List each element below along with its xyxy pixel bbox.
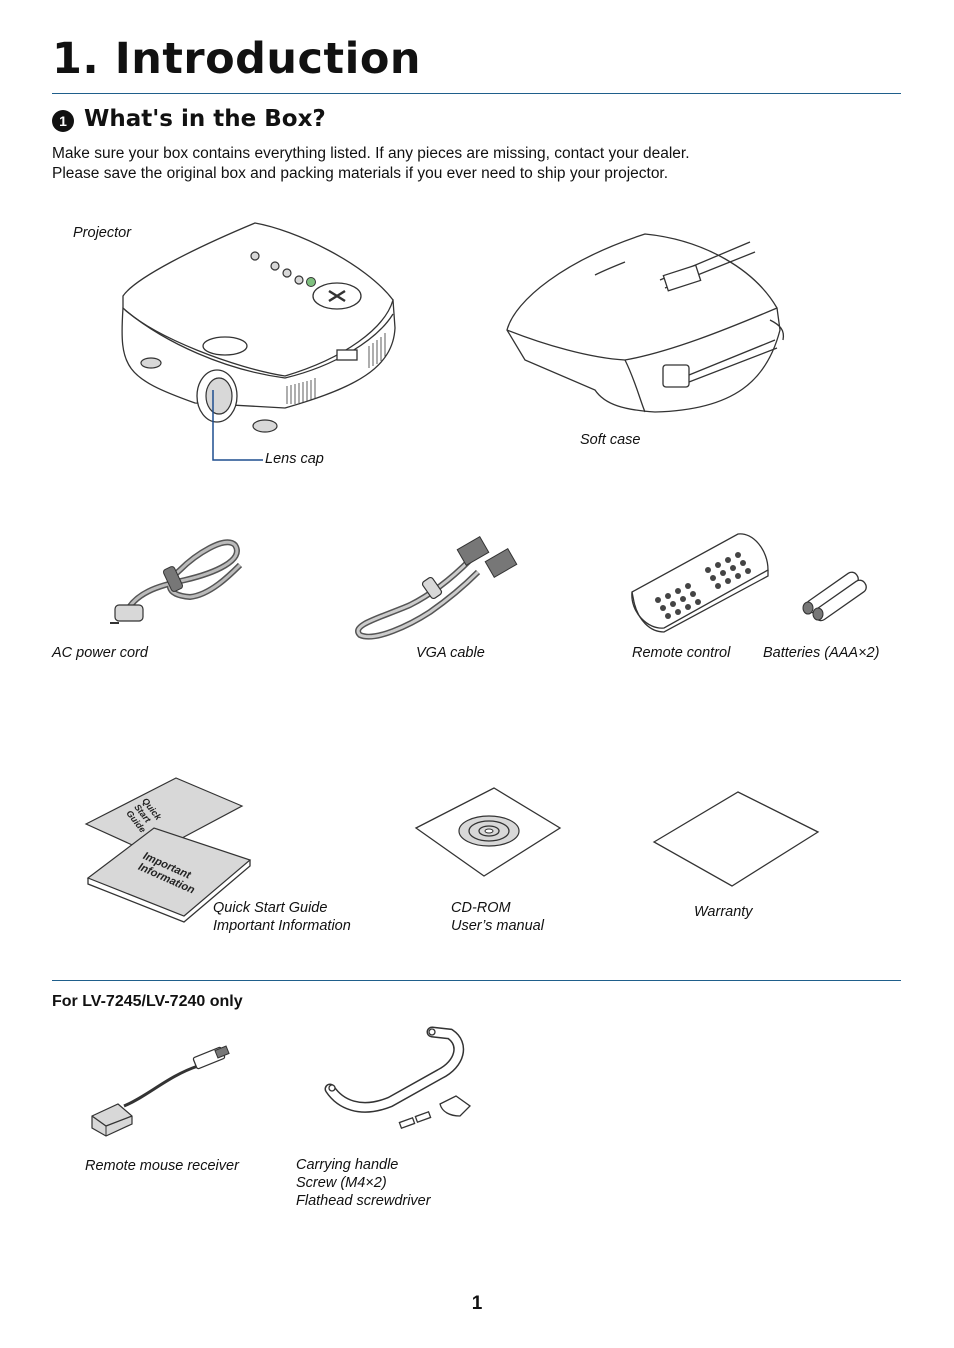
vga-cable-illustration <box>355 536 518 640</box>
section-number-badge: 1 <box>52 109 74 132</box>
remote-control-caption: Remote control <box>632 645 731 661</box>
lens-cap-callout-line <box>212 390 263 461</box>
users-manual-label: User’s manual <box>451 918 544 934</box>
batteries-caption: Batteries (AAA×2) <box>763 645 880 661</box>
section-divider <box>52 980 901 981</box>
carrying-handle-illustration <box>324 1026 472 1130</box>
projector-caption: Projector <box>73 225 132 241</box>
ac-power-cord-caption: AC power cord <box>52 645 148 661</box>
chapter-title: 1. Introduction <box>52 34 421 84</box>
soft-case-caption: Soft case <box>580 432 641 448</box>
carrying-handle-label: Carrying handle <box>296 1157 399 1173</box>
section-title: What's in the Box? <box>84 106 326 132</box>
page-number: 1 <box>471 1293 483 1314</box>
cd-rom-label: CD-ROM <box>451 900 511 916</box>
warranty-illustration <box>652 791 820 887</box>
important-information-booklet: Important Information <box>86 826 256 926</box>
section-heading: 1 What's in the Box? <box>52 106 326 132</box>
cd-rom-caption: CD-ROM User’s manual <box>451 899 544 935</box>
carrying-handle-caption: Carrying handle Screw (M4×2) Flathead sc… <box>296 1156 431 1210</box>
ac-power-cord-illustration <box>110 539 243 624</box>
screwdriver-label: Flathead screwdriver <box>296 1193 431 1209</box>
intro-text: Make sure your box contains everything l… <box>52 144 690 183</box>
optional-accessories-heading: For LV-7245/LV-7240 only <box>52 993 243 1010</box>
important-information-caption: Important Information <box>213 918 351 934</box>
vga-cable-caption: VGA cable <box>416 645 485 661</box>
booklets-caption: Quick Start Guide Important Information <box>213 899 351 935</box>
screw-label: Screw (M4×2) <box>296 1175 387 1191</box>
remote-control-illustration <box>631 533 769 633</box>
cd-rom-illustration <box>414 787 562 877</box>
header-rule <box>52 93 901 94</box>
soft-case-illustration <box>506 233 785 413</box>
warranty-caption: Warranty <box>694 904 753 920</box>
projector-illustration <box>121 222 396 433</box>
batteries-illustration <box>802 571 867 622</box>
quick-start-guide-booklet: Quick Start Guide <box>84 776 244 876</box>
quick-start-guide-caption: Quick Start Guide <box>213 900 328 916</box>
intro-line-1: Make sure your box contains everything l… <box>52 145 690 162</box>
lens-cap-caption: Lens cap <box>265 451 324 467</box>
intro-line-2: Please save the original box and packing… <box>52 164 669 182</box>
remote-mouse-receiver-illustration <box>91 1045 230 1137</box>
remote-mouse-receiver-caption: Remote mouse receiver <box>85 1158 239 1174</box>
